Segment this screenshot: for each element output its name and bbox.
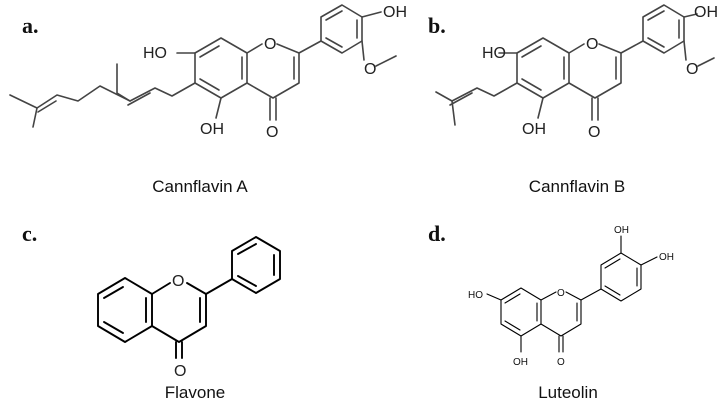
- luteolin-oh-right: OH: [659, 252, 674, 263]
- cannflavin-a-methoxy-o: O: [364, 61, 376, 78]
- panel-b-letter: b.: [428, 13, 446, 38]
- cannflavin-b-carbonyl-o: O: [588, 124, 600, 141]
- cannflavin-a-oh-top: OH: [383, 4, 407, 21]
- cannflavin-a-b-ring: [320, 4, 363, 54]
- flavone-carbonyl-o: O: [174, 363, 186, 380]
- luteolin-carbonyl-o: O: [557, 357, 565, 368]
- cannflavin-b-methoxy-o: O: [686, 61, 698, 78]
- luteolin-a-ring: [500, 287, 542, 337]
- panel-a-letter: a.: [22, 13, 39, 38]
- flavone-a-ring: [97, 277, 153, 343]
- cannflavin-b-caption: Cannflavin B: [529, 177, 625, 196]
- cannflavin-b-structure: HO O OH O OH O: [435, 4, 718, 141]
- cannflavin-a-structure: HO O OH O OH O: [9, 4, 407, 141]
- panel-b: b. HO O O: [428, 4, 718, 196]
- panel-d: d. OH OH: [428, 221, 674, 402]
- cannflavin-a-geranyl-chain: [116, 63, 196, 102]
- cannflavin-a-carbonyl-o: O: [266, 124, 278, 141]
- luteolin-caption: Luteolin: [538, 383, 598, 402]
- panel-a: a.: [9, 4, 407, 196]
- cannflavin-a-oh-bottom: OH: [200, 121, 224, 138]
- luteolin-ring-o: O: [557, 288, 565, 299]
- luteolin-oh-top: OH: [614, 225, 629, 236]
- cannflavin-b-a-ring: [516, 37, 570, 99]
- panel-c: c. O O Flavone: [22, 221, 281, 402]
- cannflavin-b-oh-bottom: OH: [522, 121, 546, 138]
- luteolin-ho-left: HO: [468, 290, 483, 301]
- cannflavin-a-ho-left: HO: [143, 45, 167, 62]
- cannflavin-a-ring-o: O: [264, 36, 276, 53]
- cannflavin-b-b-ring: [642, 4, 685, 54]
- cannflavin-a-a-ring: [194, 37, 248, 99]
- flavone-ring-o: O: [172, 273, 184, 290]
- cannflavin-b-ho-left: HO: [482, 45, 506, 62]
- luteolin-b-ring: [600, 252, 642, 302]
- luteolin-structure: OH OH HO O OH O: [468, 225, 674, 368]
- cannflavin-a-caption: Cannflavin A: [152, 177, 248, 196]
- flavone-structure: O O: [97, 236, 281, 380]
- luteolin-oh-bottom: OH: [513, 357, 528, 368]
- cannflavin-b-ring-o: O: [586, 36, 598, 53]
- flavone-caption: Flavone: [165, 383, 225, 402]
- panel-c-letter: c.: [22, 221, 37, 246]
- cannflavin-b-oh-top: OH: [694, 4, 718, 21]
- flavone-b-ring: [231, 236, 281, 294]
- panel-d-letter: d.: [428, 221, 446, 246]
- cannflavin-b-prenyl-chain: [435, 82, 518, 102]
